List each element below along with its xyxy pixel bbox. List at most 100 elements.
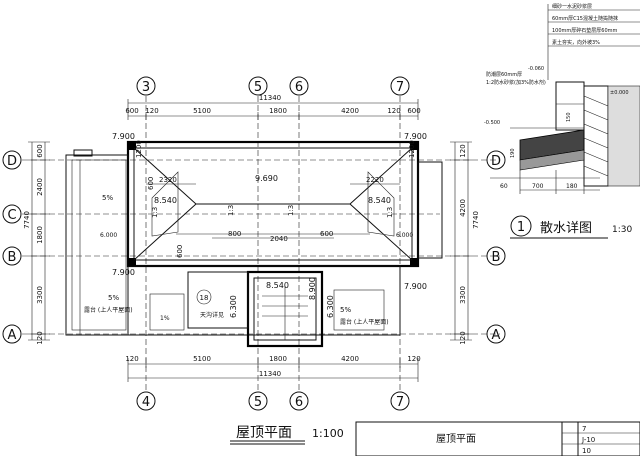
title-block: 屋顶平面 7 J-10 10 (355, 421, 640, 456)
axis-label: 7 (396, 395, 404, 410)
elev: 8.900 (308, 277, 317, 300)
dim-v: 600 (36, 144, 44, 157)
axis-label: D (491, 154, 501, 169)
dim-v: 2400 (36, 178, 44, 196)
building-outline (65, 140, 443, 348)
axis-label: D (7, 154, 17, 169)
dim-seg: 1800 (269, 355, 287, 363)
detail-level: -0.060 (528, 66, 544, 72)
detail-side-note: 1:2防水砂浆(加3%防水剂) (486, 79, 546, 86)
slope: 1:3 (151, 207, 159, 218)
dim-v: 1800 (36, 226, 44, 244)
detail-dim: 190 (510, 148, 516, 158)
right-dimensions: 120 4200 7740 3300 120 (450, 141, 480, 345)
dim-total: 11340 (259, 94, 281, 102)
title-block-name: 屋顶平面 (436, 433, 476, 445)
dim-seg: 4200 (341, 107, 359, 115)
elev: 7.900 (112, 268, 135, 277)
roof-dim: 800 (228, 230, 241, 238)
axis-label: 7 (396, 80, 404, 95)
right-axis-bubbles: D B A (486, 150, 506, 344)
detail-dim: 150 (566, 112, 572, 122)
elev: 6.000 (396, 232, 413, 239)
slope: 5% (102, 194, 113, 202)
elev: 8.540 (154, 196, 177, 205)
slope-labels: 5% 5% 5% 1:3 1:3 1:3 1:3 (102, 194, 394, 314)
roof-dim: 600 (147, 177, 155, 190)
dim-v: 4200 (459, 199, 467, 217)
axis-label: C (7, 208, 16, 223)
elev: 8.540 (266, 281, 289, 290)
detail-note: 100mm厚碎石垫层厚60mm (552, 27, 618, 34)
title-block-sheet: J-10 (581, 436, 595, 444)
axis-label: 6 (295, 395, 303, 410)
axis-label: 5 (254, 395, 262, 410)
outlet-note: 1% (160, 315, 170, 322)
slope: 5% (108, 294, 119, 302)
elev: 8.540 (368, 196, 391, 205)
terrace-note: 露台 (上人平屋面) (340, 318, 389, 326)
axis-label: A (492, 328, 501, 343)
axis-label: 5 (254, 80, 262, 95)
axis-lines (22, 96, 500, 392)
detail-level: ±0.000 (610, 90, 629, 96)
dim-end: 120 (387, 107, 400, 115)
dim-end: 120 (407, 355, 420, 363)
detail-dim: 60 (500, 183, 508, 190)
axis-label: 6 (295, 80, 303, 95)
roof-dim: 2220 (366, 176, 384, 184)
elev: 6.300 (326, 295, 335, 318)
axis-label: 3 (142, 80, 150, 95)
dim-v: 3300 (36, 286, 44, 304)
dim-end: 600 (407, 107, 420, 115)
callout-number: 18 (200, 294, 209, 302)
axis-label: A (8, 328, 17, 343)
right-wing (417, 161, 443, 259)
top-dimensions: 11340 5100 1800 4200 600 120 120 600 (125, 94, 421, 120)
dim-v: 7740 (23, 211, 31, 229)
elev: 6.000 (100, 232, 117, 239)
detail-note: 素土夯实，向外坡3% (552, 39, 600, 46)
dim-seg: 5100 (193, 107, 211, 115)
detail-side-note: 防潮层60mm厚 (486, 71, 522, 78)
axis-label: 4 (142, 395, 150, 410)
detail-number: 1 (517, 220, 525, 235)
dim-seg: 4200 (341, 355, 359, 363)
slope: 5% (340, 306, 351, 314)
detail-drawing: 细砂一水泥砂浆层 60mm厚C15混凝土随捣随抹 100mm厚碎石垫层厚60mm… (484, 3, 640, 239)
roof-dim: 2320 (159, 176, 177, 184)
detail-note: 细砂一水泥砂浆层 (552, 3, 592, 10)
left-dimensions: 600 2400 1800 7740 3300 120 (23, 141, 50, 345)
elev: 7.900 (404, 132, 427, 141)
detail-dim: 700 (532, 183, 544, 190)
title-block-num: 10 (582, 447, 591, 455)
dim-end: 120 (125, 355, 138, 363)
elevation-labels: 7.900 7.900 7.900 7.900 9.690 8.540 8.54… (100, 132, 427, 318)
dim-v: 120 (459, 144, 467, 157)
detail-level: -0.500 (484, 120, 500, 126)
dim-v: 7740 (472, 211, 480, 229)
elev: 7.900 (404, 282, 427, 291)
bottom-dimensions: 5100 1800 4200 120 120 11340 (125, 355, 421, 382)
detail-scale: 1:30 (612, 225, 632, 235)
roof-dim: 1200 (408, 140, 416, 158)
roof-dim: 2040 (270, 235, 288, 243)
terrace-note: 露台 (上人平屋面) (84, 306, 133, 314)
roof-dimensions: 2320 2220 800 2040 600 600 600 1200 1200 (135, 140, 416, 258)
detail-note: 60mm厚C15混凝土随捣随抹 (552, 15, 618, 22)
dim-v: 120 (459, 331, 467, 344)
top-axis-bubbles: 3 5 6 7 (136, 76, 410, 96)
axis-label: B (492, 250, 501, 265)
roof-dim: 600 (320, 230, 333, 238)
dim-seg: 1800 (269, 107, 287, 115)
axis-label: B (8, 250, 17, 265)
title-block-page: 7 (582, 425, 586, 433)
detail-title: 散水详图 (540, 221, 592, 236)
plan-notes: 露台 (上人平屋面) 露台 (上人平屋面) 天沟详见 18 1% (84, 289, 389, 326)
dim-v: 120 (36, 331, 44, 344)
slope: 1:3 (227, 205, 235, 216)
drawing-title: 屋顶平面 1:100 (230, 425, 344, 445)
elev: 9.690 (255, 174, 278, 183)
dim-end: 120 (145, 107, 158, 115)
bottom-axis-bubbles: 4 5 6 7 (136, 391, 410, 411)
